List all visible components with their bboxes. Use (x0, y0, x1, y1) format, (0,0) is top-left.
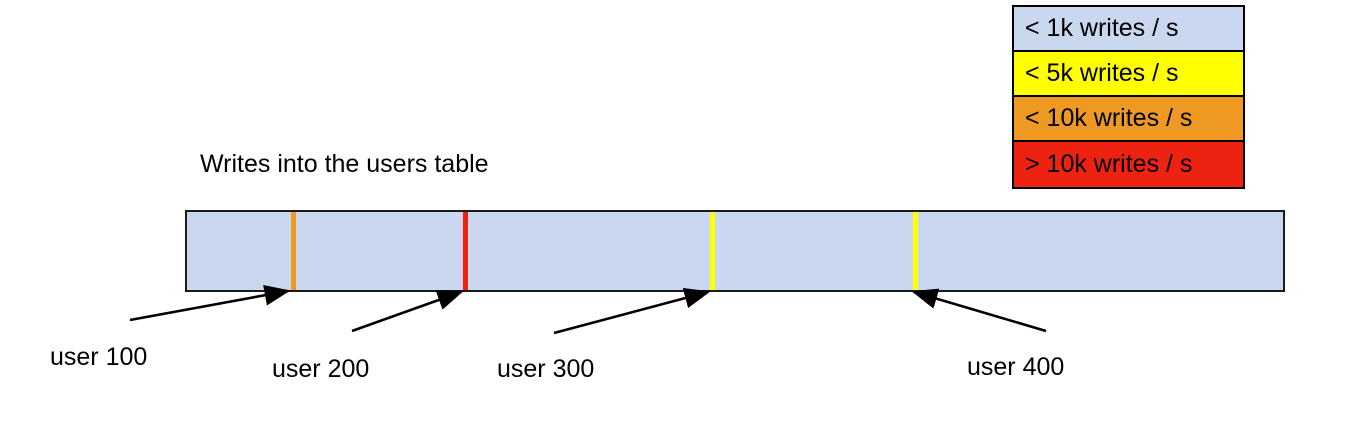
user-200-marker (463, 212, 468, 290)
users-table-bar (185, 210, 1285, 292)
legend-item-over-10k: > 10k writes / s (1014, 142, 1243, 187)
label-user-400: user 400 (967, 353, 1065, 381)
legend-item-label: < 10k writes / s (1025, 104, 1193, 132)
arrow-user-400 (911, 288, 1047, 333)
legend-item-label: > 10k writes / s (1025, 150, 1193, 178)
legend-item-label: < 5k writes / s (1025, 59, 1179, 87)
arrow-user-200 (351, 290, 464, 333)
legend: < 1k writes / s < 5k writes / s < 10k wr… (1012, 5, 1245, 189)
user-400-marker (913, 212, 918, 290)
legend-item-label: < 1k writes / s (1025, 14, 1179, 42)
arrow-user-300 (553, 287, 711, 335)
legend-item-under-5k: < 5k writes / s (1014, 52, 1243, 97)
label-user-100: user 100 (50, 343, 148, 371)
legend-item-under-10k: < 10k writes / s (1014, 97, 1243, 142)
label-user-200: user 200 (272, 355, 370, 383)
label-user-300: user 300 (497, 355, 595, 383)
arrow-user-100 (129, 284, 291, 322)
legend-item-under-1k: < 1k writes / s (1014, 7, 1243, 52)
user-300-marker (710, 212, 715, 290)
diagram-caption: Writes into the users table (200, 150, 489, 178)
user-100-marker (291, 212, 296, 290)
